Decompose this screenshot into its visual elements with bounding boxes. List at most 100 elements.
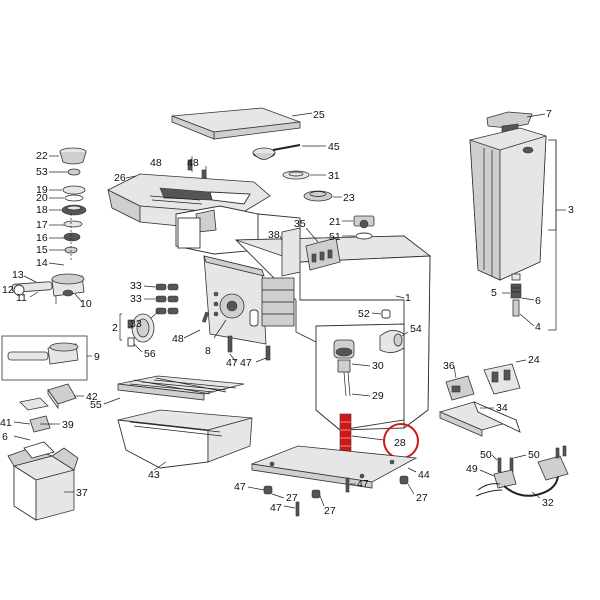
part-47-screws-panel (227, 335, 271, 361)
part-49-cord-clamp (493, 469, 517, 489)
label-19: 19 (36, 184, 48, 196)
part-33-screws (155, 283, 179, 315)
label-12: 12 (2, 284, 14, 296)
label-47-d: 47 (270, 502, 282, 514)
label-3: 3 (568, 204, 574, 216)
label-53: 53 (36, 166, 48, 178)
label-11: 11 (16, 292, 27, 304)
part-31-gasket (282, 170, 310, 180)
label-13: 13 (12, 269, 24, 281)
label-27-a: 27 (286, 492, 298, 504)
label-29: 29 (372, 390, 384, 402)
label-27-c: 27 (416, 492, 428, 504)
label-32: 32 (542, 497, 554, 509)
label-47-a: 47 (226, 357, 238, 369)
label-45: 45 (328, 141, 340, 153)
label-30: 30 (372, 360, 384, 372)
part-47-screws-base (295, 477, 350, 517)
part-22-filter-basket-large (59, 147, 87, 165)
part-24-switch-block (483, 363, 521, 395)
label-33-a: 33 (130, 280, 142, 292)
label-38: 38 (268, 229, 280, 241)
part-39-part (29, 415, 52, 433)
label-33-c: 33 (130, 318, 142, 330)
label-44: 44 (418, 469, 430, 481)
part-16-part (63, 232, 81, 242)
label-14: 14 (36, 257, 48, 269)
part-52-part (381, 309, 391, 319)
label-25: 25 (313, 109, 325, 121)
label-33-b: 33 (130, 293, 142, 305)
label-47-c: 47 (234, 481, 246, 493)
label-6-b: 6 (2, 431, 8, 443)
label-31: 31 (328, 170, 340, 182)
part-3-water-tank (469, 127, 547, 281)
part-41-part (19, 397, 49, 411)
part-53-part (67, 168, 81, 176)
label-34: 34 (496, 402, 508, 414)
label-21: 21 (329, 216, 341, 228)
part-36-switch (445, 375, 475, 401)
label-39: 39 (62, 419, 74, 431)
label-51: 51 (329, 231, 341, 243)
label-27-b: 27 (324, 505, 336, 517)
label-28: 28 (394, 437, 406, 449)
part-54-steam-nozzle (379, 330, 405, 353)
part-19-part (62, 185, 86, 195)
label-2: 2 (112, 322, 118, 334)
part-35-control-board (305, 237, 341, 271)
label-47-e: 47 (357, 478, 369, 490)
part-42-part (47, 383, 77, 410)
label-24: 24 (528, 354, 540, 366)
label-50-a: 50 (480, 449, 492, 461)
label-49: 49 (466, 463, 478, 475)
part-12-ring (13, 284, 25, 296)
part-32-power-cord (475, 445, 569, 497)
part-5-6-4-tank-valve (510, 273, 522, 317)
part-44-base-plate (250, 445, 418, 489)
part-37-packaging-box (7, 441, 79, 521)
label-15: 15 (36, 244, 48, 256)
label-41: 41 (0, 417, 12, 429)
part-51-part (355, 232, 373, 240)
label-22: 22 (36, 150, 48, 162)
label-20: 20 (36, 192, 48, 204)
label-47-b: 47 (240, 357, 252, 369)
part-8-front-panel (203, 255, 295, 345)
label-48-a: 48 (150, 157, 162, 169)
callout-numbers: 25 45 7 22 53 19 20 18 17 16 15 14 13 12… (0, 108, 574, 517)
label-5: 5 (491, 287, 497, 299)
label-55: 55 (90, 399, 102, 411)
label-36: 36 (443, 360, 455, 372)
label-35: 35 (294, 218, 306, 230)
label-8: 8 (205, 345, 211, 357)
part-9-double-portafilter-box (1, 335, 88, 381)
label-50-b: 50 (528, 449, 540, 461)
part-18-filter-holder-ring (61, 204, 87, 216)
part-17-part (63, 220, 83, 228)
part-21-part (353, 215, 375, 229)
label-52: 52 (358, 308, 370, 320)
label-42: 42 (86, 391, 98, 403)
label-6: 6 (535, 295, 541, 307)
label-56: 56 (144, 348, 156, 360)
part-48-screw-panel (201, 311, 209, 323)
part-23-shower-screen (303, 190, 333, 202)
label-17: 17 (36, 219, 48, 231)
part-43-drip-tray (117, 409, 253, 469)
part-20-part (64, 194, 84, 202)
label-23: 23 (343, 192, 355, 204)
part-45-measuring-spoon (252, 144, 301, 160)
label-26: 26 (114, 172, 126, 184)
label-1: 1 (405, 292, 411, 304)
label-16: 16 (36, 232, 48, 244)
label-10: 10 (80, 298, 92, 310)
part-55-drip-grid (117, 375, 245, 401)
part-27-feet (263, 475, 409, 499)
label-43: 43 (148, 469, 160, 481)
part-25-cup-tray-lid (171, 107, 301, 140)
label-37: 37 (76, 487, 88, 499)
label-4: 4 (535, 321, 541, 333)
part-56-part (127, 337, 135, 347)
